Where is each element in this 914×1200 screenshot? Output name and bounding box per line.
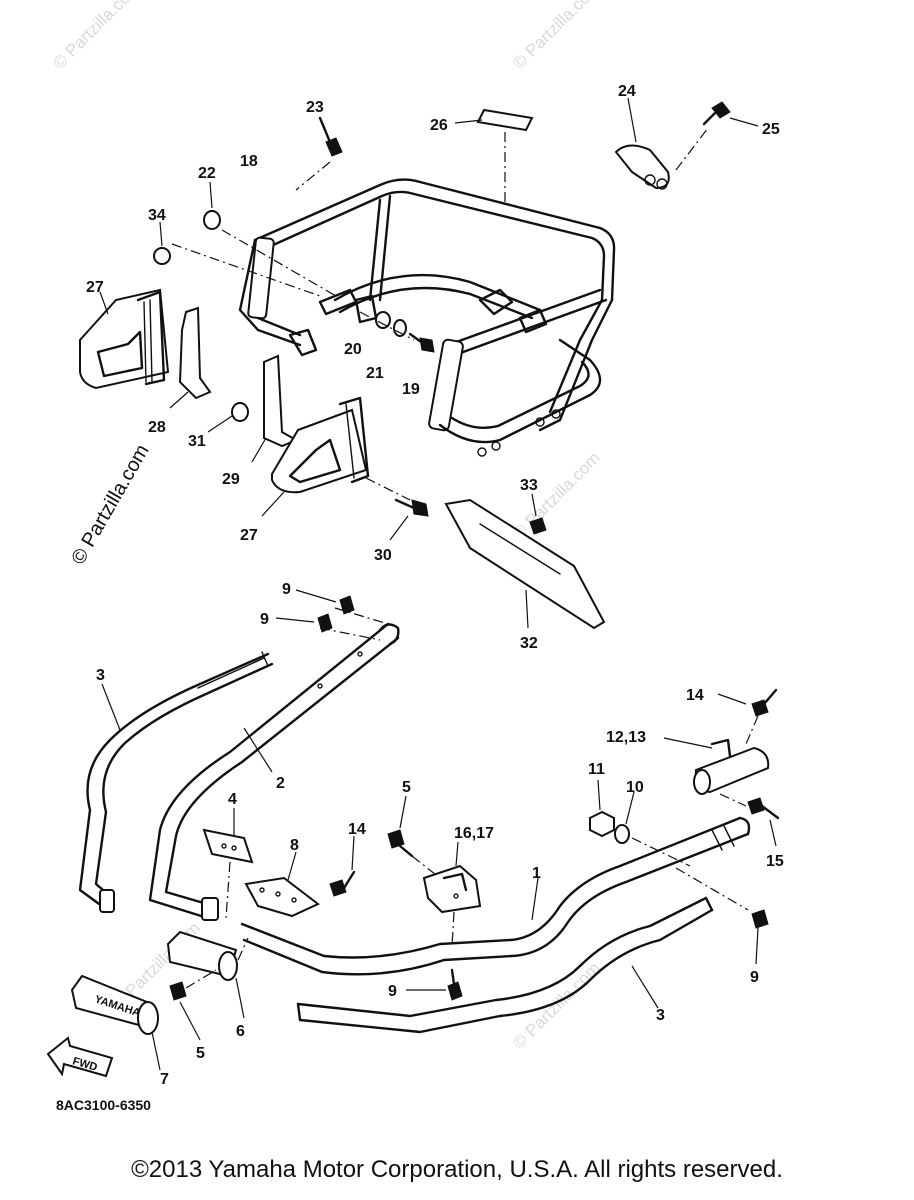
callout-21: 21 bbox=[366, 365, 384, 382]
watermark-faint-1: © Partzilla.com bbox=[49, 0, 143, 73]
part-25-bolt bbox=[702, 101, 759, 127]
callout-22: 22 bbox=[198, 165, 216, 182]
part-24-bracket bbox=[614, 97, 709, 190]
callout-3-lower: 3 bbox=[656, 1007, 665, 1024]
carrier-rack-18 bbox=[238, 178, 616, 457]
callout-16-17: 16,17 bbox=[454, 825, 494, 842]
part-14-screw-right bbox=[717, 688, 778, 745]
part-27-left-reflector-bracket bbox=[79, 288, 170, 390]
callout-9-b: 9 bbox=[260, 611, 269, 628]
callout-20: 20 bbox=[344, 341, 362, 358]
part-23-bolt bbox=[295, 116, 343, 191]
callout-8: 8 bbox=[290, 837, 299, 854]
callout-1: 1 bbox=[532, 865, 541, 882]
callout-27-lower: 27 bbox=[240, 527, 258, 544]
part-6-grip bbox=[166, 930, 249, 1019]
part-32-plate bbox=[444, 498, 606, 630]
callout-5-upper: 5 bbox=[402, 779, 411, 796]
callout-3-upper: 3 bbox=[96, 667, 105, 684]
copyright-notice: ©2013 Yamaha Motor Corporation, U.S.A. A… bbox=[131, 1156, 783, 1183]
watermark-main: © Partzilla.com bbox=[67, 441, 153, 569]
parts-20-21-19-fasteners bbox=[359, 311, 435, 353]
callout-27-upper: 27 bbox=[86, 279, 104, 296]
parts-11-10-nut-washer bbox=[589, 779, 691, 867]
callout-15: 15 bbox=[766, 853, 784, 870]
part-28-stay bbox=[169, 306, 212, 409]
part-4-block bbox=[202, 808, 254, 919]
callout-18: 18 bbox=[240, 153, 258, 170]
part-14-screw-left bbox=[329, 835, 356, 897]
callout-28: 28 bbox=[148, 419, 166, 436]
part-16-17-bracket bbox=[422, 841, 482, 947]
part-15-screw bbox=[719, 793, 780, 847]
callout-24: 24 bbox=[618, 83, 636, 100]
part-9-bolt-right bbox=[675, 867, 769, 965]
callout-4: 4 bbox=[228, 791, 237, 808]
part-5-bolt-upper bbox=[387, 795, 441, 879]
part-1-main-rail bbox=[240, 816, 751, 976]
part-31-collar bbox=[207, 402, 249, 433]
part-8-plate bbox=[244, 851, 320, 918]
callout-33: 33 bbox=[520, 477, 538, 494]
callout-11: 11 bbox=[588, 761, 605, 778]
callout-12-13: 12,13 bbox=[606, 729, 646, 746]
callout-29: 29 bbox=[222, 471, 240, 488]
callout-numbers: 23 26 24 25 22 18 34 27 20 21 19 28 31 2… bbox=[86, 83, 784, 1088]
callout-6: 6 bbox=[236, 1023, 245, 1040]
callout-25: 25 bbox=[762, 121, 780, 138]
part-26-label-plate bbox=[454, 108, 534, 205]
watermark-faint-3: © Partzilla.com bbox=[509, 448, 603, 542]
diagram-code: 8AC3100-6350 bbox=[56, 1097, 151, 1113]
callout-31: 31 bbox=[188, 433, 206, 450]
part-34-cap bbox=[153, 221, 321, 297]
fwd-arrow-icon: FWD bbox=[46, 1036, 114, 1078]
callout-9-c: 9 bbox=[750, 969, 759, 986]
callout-19: 19 bbox=[402, 381, 420, 398]
part-7-grip: YAMAHA bbox=[70, 974, 161, 1071]
part-9-bolts-upper bbox=[275, 589, 355, 633]
part-9-bolt-bottom bbox=[406, 968, 463, 1001]
part-22-collar bbox=[203, 181, 337, 297]
callout-7: 7 bbox=[160, 1071, 169, 1088]
callout-10: 10 bbox=[626, 779, 644, 796]
callout-14-right: 14 bbox=[686, 687, 704, 704]
part-5-bolt-lower bbox=[169, 969, 217, 1041]
part-3-upper-rubber-strip bbox=[78, 651, 274, 914]
part-33-screw bbox=[529, 493, 547, 535]
part-3-lower-rubber-strip bbox=[296, 896, 714, 1034]
part-12-13-bracket bbox=[663, 737, 770, 795]
callout-32: 32 bbox=[520, 635, 538, 652]
callout-9-d: 9 bbox=[388, 983, 397, 1000]
callout-14-left: 14 bbox=[348, 821, 366, 838]
callout-23: 23 bbox=[306, 99, 324, 116]
part-2-rail bbox=[148, 607, 400, 922]
watermark-faint-2: © Partzilla.com bbox=[509, 0, 603, 73]
callout-9-a: 9 bbox=[282, 581, 291, 598]
callout-2: 2 bbox=[276, 775, 285, 792]
callout-26: 26 bbox=[430, 117, 448, 134]
callout-5-lower: 5 bbox=[196, 1045, 205, 1062]
callout-34: 34 bbox=[148, 207, 166, 224]
part-27-right-reflector-bracket bbox=[261, 396, 411, 517]
callout-30: 30 bbox=[374, 547, 392, 564]
part-30-bolt bbox=[389, 498, 429, 541]
watermark-faint-5: © Partzilla.com bbox=[509, 958, 603, 1052]
faint-watermarks: © Partzilla.com © Partzilla.com © Partzi… bbox=[49, 0, 603, 1053]
